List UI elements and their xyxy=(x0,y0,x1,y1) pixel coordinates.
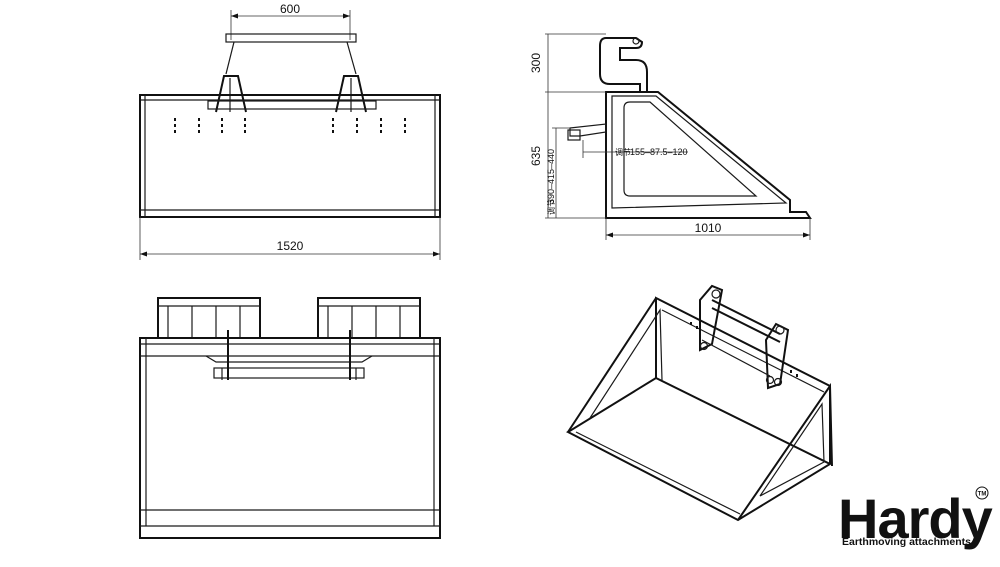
brand-tagline: Earthmoving attachments xyxy=(842,536,971,548)
isometric-view xyxy=(565,284,833,522)
dim-depth: 1010 xyxy=(695,221,722,235)
dim-bolt-spacing: 155–87.5–120 xyxy=(630,147,688,157)
front-view: 600 1520 xyxy=(139,2,441,260)
trademark-mark: TM xyxy=(978,492,987,498)
brand-logo: Hardy Earthmoving attachments TM xyxy=(838,486,994,550)
dim-vertical-spacing: 390–415–440 xyxy=(546,149,556,204)
side-view: 300 635 调节 390–415–440 调节 155–87.5–120 1… xyxy=(529,33,812,240)
dim-hitch-height: 300 xyxy=(529,53,543,73)
plan-view xyxy=(139,297,441,539)
dim-top-width: 600 xyxy=(280,2,300,16)
dim-cn-label-vertical: 调节 xyxy=(547,199,556,215)
dim-overall-width: 1520 xyxy=(277,239,304,253)
dim-bucket-height: 635 xyxy=(529,146,543,166)
dim-cn-label-horizontal: 调节 xyxy=(615,148,631,157)
brand-name: Hardy xyxy=(838,487,993,550)
